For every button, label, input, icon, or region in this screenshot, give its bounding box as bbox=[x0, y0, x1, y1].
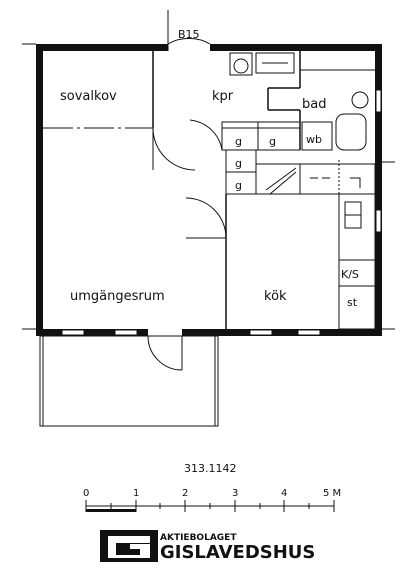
logo-top-text: AKTIEBOLAGET bbox=[160, 533, 237, 543]
scale-tick-3: 3 bbox=[232, 488, 238, 499]
scale-bar: 0 1 2 3 4 5 M bbox=[83, 488, 341, 512]
bathroom-fixtures bbox=[229, 52, 375, 151]
doors bbox=[147, 10, 227, 371]
interior-walls bbox=[43, 51, 376, 330]
fixture-label-wb: wb bbox=[306, 133, 322, 146]
fixture-label-ks: K/S bbox=[341, 268, 359, 281]
scale-tick-1: 1 bbox=[133, 488, 139, 499]
room-label-bad: bad bbox=[302, 97, 326, 112]
gislavedshus-logo: AKTIEBOLAGET GISLAVEDSHUS bbox=[100, 530, 315, 563]
fixture-label-g3: g bbox=[235, 157, 242, 170]
drawing-number: 313.1142 bbox=[184, 462, 237, 475]
fixture-label-st: st bbox=[347, 296, 358, 309]
fixture-label-g4: g bbox=[235, 179, 242, 192]
scale-tick-0: 0 bbox=[83, 488, 89, 499]
windows bbox=[61, 89, 382, 336]
balcony bbox=[39, 335, 219, 427]
extension-lines bbox=[22, 43, 395, 330]
room-label-umgangesrum: umgängesrum bbox=[70, 289, 165, 304]
room-label-kok: kök bbox=[264, 289, 287, 304]
room-label-kpr: kpr bbox=[212, 89, 234, 104]
fixture-label-g1: g bbox=[235, 135, 242, 148]
logo-main-text: GISLAVEDSHUS bbox=[160, 542, 315, 563]
fixture-label-g2: g bbox=[269, 135, 276, 148]
room-label-sovalkov: sovalkov bbox=[60, 89, 117, 104]
unit-code-label: B15 bbox=[178, 28, 200, 41]
scale-tick-4: 4 bbox=[281, 488, 287, 499]
outer-walls bbox=[36, 44, 382, 336]
scale-tick-2: 2 bbox=[182, 488, 188, 499]
scale-tick-5: 5 M bbox=[323, 488, 341, 499]
